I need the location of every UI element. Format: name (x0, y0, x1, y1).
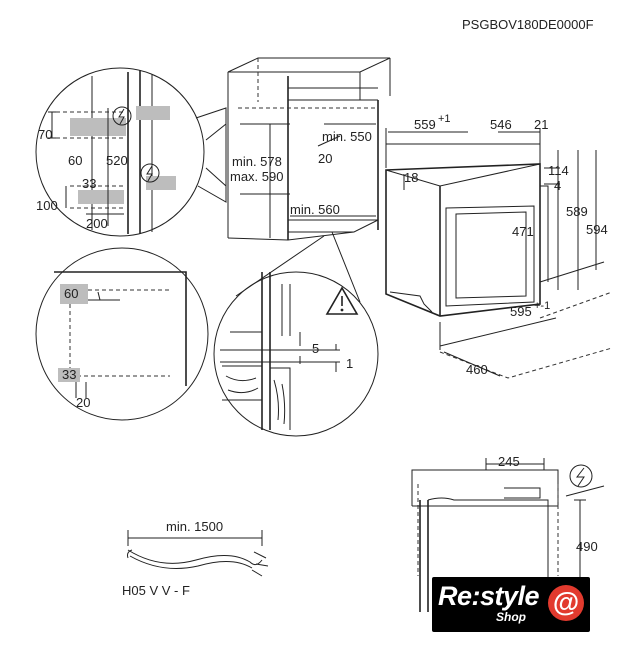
dim-33: 33 (82, 176, 96, 191)
detail-circle-mid-right: 5 1 (213, 231, 379, 437)
dim-114: 114 (548, 163, 569, 178)
vent-top-right (136, 106, 170, 120)
oven-drawing: 559 +1 546 21 18 114 4 589 594 471 595 +… (385, 113, 613, 379)
dim-595: 595 (510, 304, 532, 319)
cable-type: H05 V V - F (122, 583, 190, 598)
cable-drawing: min. 1500 H05 V V - F (122, 519, 269, 598)
lightning-warning-icon (569, 464, 593, 488)
cable-min-1500: min. 1500 (166, 519, 223, 534)
dim-200: 200 (86, 216, 108, 231)
dim-490: 490 (576, 539, 598, 554)
model-code: PSGBOV180DE0000F (462, 17, 594, 32)
dim-min-560: min. 560 (290, 202, 340, 217)
warning-triangle-icon (325, 286, 359, 315)
dim-1: 1 (346, 356, 353, 371)
dim-20-cabinet: 20 (318, 151, 332, 166)
dim-589: 589 (566, 204, 588, 219)
dim-20-mid: 20 (76, 395, 90, 410)
lightning-warning-icon (140, 163, 160, 183)
dim-min-550: min. 550 (322, 129, 372, 144)
vent-top (70, 118, 126, 136)
cabinet-drawing: min. 550 min. 578 max. 590 20 min. 560 (227, 57, 391, 241)
logo-at-symbol: @ (548, 585, 584, 621)
dim-546: 546 (490, 117, 512, 132)
detail-circle-mid-left: 60 33 20 (35, 247, 209, 421)
vent-bottom-mid (58, 368, 80, 382)
dim-5: 5 (312, 341, 319, 356)
dim-471: 471 (512, 224, 534, 239)
dim-595-tolerance: +-1 (534, 300, 550, 312)
side-view-drawing: 245 490 (411, 454, 605, 612)
dim-max-590: max. 590 (230, 169, 283, 184)
detail-circle-top-left: 70 60 520 33 100 200 (35, 67, 227, 237)
dim-60-mid: 60 (64, 286, 78, 301)
dim-33-mid: 33 (62, 367, 76, 382)
dim-100: 100 (36, 198, 58, 213)
dim-520: 520 (106, 153, 128, 168)
restyle-shop-logo: Re:style Shop @ (432, 577, 590, 632)
logo-main-text: Re:style (438, 581, 540, 611)
dim-18: 18 (404, 170, 418, 185)
dim-70: 70 (38, 127, 52, 142)
dim-460: 460 (466, 362, 488, 377)
dim-21: 21 (534, 117, 548, 132)
vent-bottom (78, 190, 124, 204)
lightning-warning-icon (112, 106, 132, 126)
vent-top-mid (60, 284, 88, 304)
dim-4: 4 (554, 178, 561, 193)
dim-594: 594 (586, 222, 608, 237)
dim-60: 60 (68, 153, 82, 168)
dim-559-tolerance: +1 (438, 113, 451, 125)
cable-icon (127, 549, 133, 559)
vent-bottom-right (146, 176, 176, 190)
dim-559: 559 (414, 117, 436, 132)
dim-245: 245 (498, 454, 520, 469)
logo-sub-text: Shop (496, 610, 526, 624)
dim-min-578: min. 578 (232, 154, 282, 169)
